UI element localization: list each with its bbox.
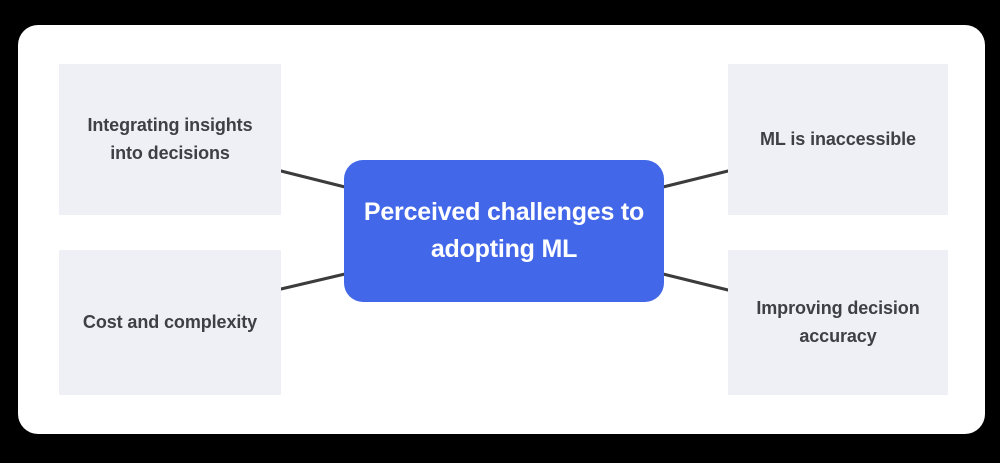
connector-center-to-top-right bbox=[661, 169, 730, 189]
diagram-node-label: Integrating insights into decisions bbox=[87, 115, 253, 163]
diagram-node-bottom-left[interactable]: Cost and complexity bbox=[59, 250, 281, 395]
diagram-node-label: ML is inaccessible bbox=[760, 128, 916, 149]
diagram-node-bottom-right[interactable]: Improving decision accuracy bbox=[728, 250, 948, 395]
diagram-center-node[interactable]: Perceived challenges to adopting ML bbox=[344, 160, 664, 302]
connector-center-to-bottom-right bbox=[661, 272, 730, 292]
connector-center-to-top-left bbox=[279, 169, 347, 189]
diagram-node-label: Improving decision accuracy bbox=[756, 298, 920, 346]
diagram-center-label: Perceived challenges to adopting ML bbox=[363, 198, 645, 263]
diagram-node-label: Cost and complexity bbox=[82, 311, 258, 332]
connector-center-to-bottom-left bbox=[279, 272, 347, 291]
diagram-node-top-left[interactable]: Integrating insights into decisions bbox=[59, 64, 281, 215]
diagram-node-top-right[interactable]: ML is inaccessible bbox=[728, 64, 948, 215]
